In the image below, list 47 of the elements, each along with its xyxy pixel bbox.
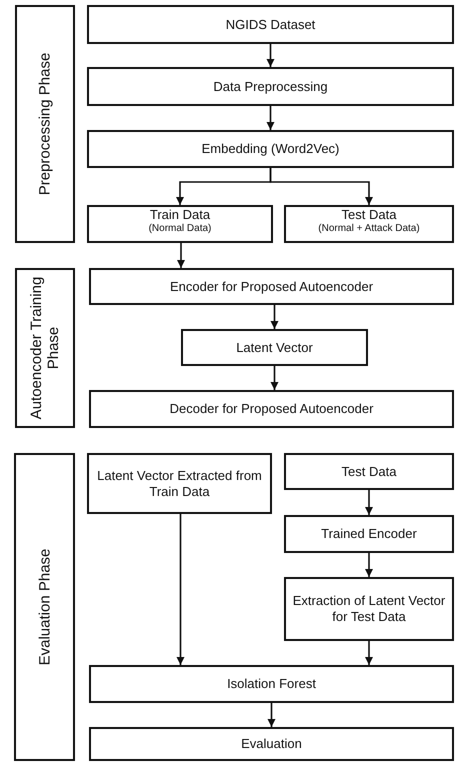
process-box <box>87 130 454 168</box>
arrow <box>266 106 274 130</box>
arrow <box>270 168 373 205</box>
step-label: Test Data <box>340 207 398 223</box>
step-label: Isolation Forest <box>226 676 317 692</box>
arrow <box>365 641 373 665</box>
phase-label: Autoencoder Training Phase <box>28 276 62 420</box>
step-label: Decoder for Proposed Autoencoder <box>168 401 374 417</box>
process-box <box>89 665 454 703</box>
step-label: Encoder for Proposed Autoencoder <box>168 278 374 294</box>
phase-box <box>14 453 75 761</box>
step-note: (Normal + Attack Data) <box>318 222 420 234</box>
step-label: Latent Vector Extracted from Train Data <box>96 468 263 500</box>
arrow <box>176 514 184 665</box>
arrow <box>270 305 278 329</box>
process-box <box>89 390 454 428</box>
step-note: (Normal Data) <box>148 222 212 234</box>
step-label: Test Data <box>340 464 398 480</box>
phase-box <box>15 5 75 243</box>
arrow <box>365 553 373 577</box>
arrow <box>268 703 276 727</box>
process-box <box>87 205 273 243</box>
arrow <box>270 366 278 390</box>
process-box <box>87 5 454 44</box>
process-box <box>284 515 454 553</box>
phase-label: Preprocessing Phase <box>36 52 54 198</box>
process-box <box>89 727 454 761</box>
process-box <box>284 205 454 243</box>
process-box <box>284 453 454 490</box>
arrow <box>266 44 274 67</box>
step-label: Trained Encoder <box>320 526 418 542</box>
phase-box <box>15 268 75 428</box>
arrow <box>177 243 185 268</box>
step-label: Extraction of Latent Vector for Test Data <box>292 593 446 625</box>
process-box <box>87 453 272 514</box>
process-box <box>181 329 368 366</box>
step-label: Evaluation <box>240 736 303 752</box>
step-label: Train Data <box>148 207 212 223</box>
step-label: Embedding (Word2Vec) <box>200 141 340 157</box>
step-label: Latent Vector <box>235 340 314 356</box>
process-box <box>87 67 454 106</box>
step-label: NGIDS Dataset <box>224 16 316 32</box>
phase-label: Evaluation Phase <box>36 548 54 668</box>
arrow <box>365 490 373 515</box>
process-box <box>89 268 454 305</box>
step-label: Data Preprocessing <box>212 78 329 94</box>
process-box <box>284 577 454 641</box>
